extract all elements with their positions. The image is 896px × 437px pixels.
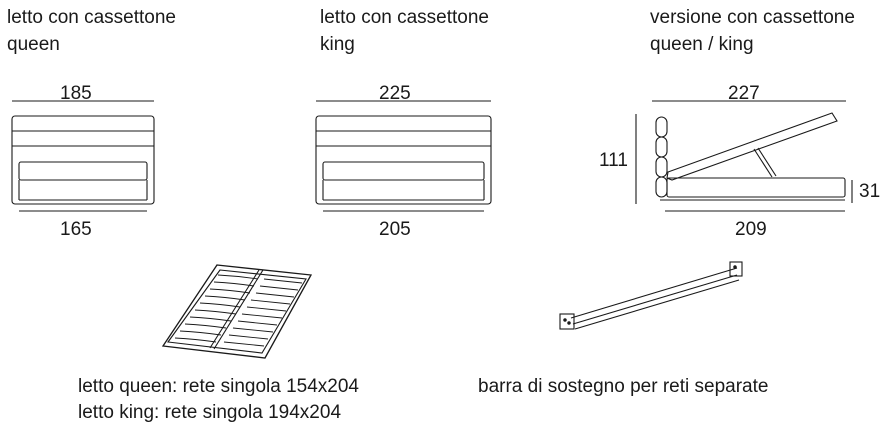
- slat-base-drawing: [161, 264, 313, 359]
- bar-note: barra di sostegno per reti separate: [478, 376, 769, 397]
- side-length-top: 227: [728, 83, 760, 104]
- support-bar-drawing: [559, 261, 743, 330]
- slats-note-line1: letto queen: rete singola 154x204: [78, 376, 359, 397]
- queen-bed-drawing: [11, 100, 155, 212]
- side-length-bottom: 209: [735, 219, 767, 240]
- caption-queen-line1: letto con cassettone: [7, 7, 176, 28]
- queen-width-bottom: 165: [60, 219, 92, 240]
- slats-note-line2: letto king: rete singola 194x204: [78, 402, 342, 423]
- caption-version-line1: versione con cassettone: [650, 7, 855, 28]
- caption-king-line2: king: [320, 34, 355, 55]
- side-view-drawing: [635, 100, 853, 212]
- caption-queen-line2: queen: [7, 34, 60, 55]
- king-width-bottom: 205: [379, 219, 411, 240]
- caption-king-line1: letto con cassettone: [320, 7, 489, 28]
- caption-version-line2: queen / king: [650, 34, 754, 55]
- king-bed-drawing: [315, 100, 492, 212]
- side-base-height: 31: [859, 181, 881, 202]
- side-height: 111: [599, 150, 628, 171]
- king-width-top: 225: [379, 83, 411, 104]
- queen-width-top: 185: [60, 83, 92, 104]
